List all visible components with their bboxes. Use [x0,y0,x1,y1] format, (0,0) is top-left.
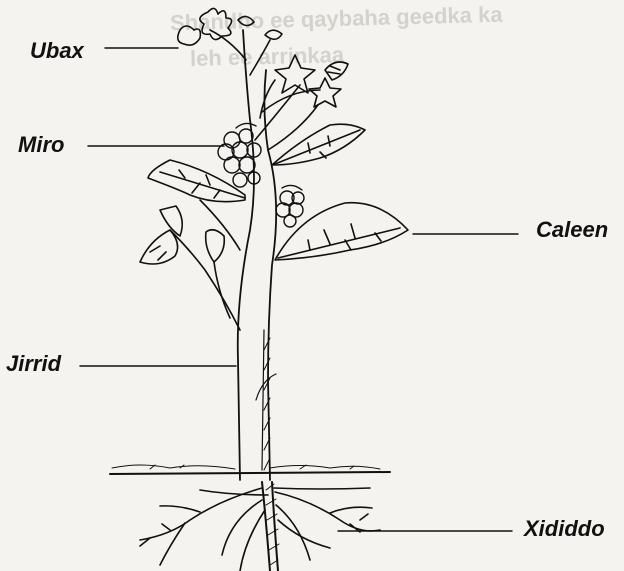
main-stem [238,30,276,480]
leaf-upper-right [272,124,365,165]
label-jirrid: Jirrid [6,353,61,375]
label-caleen: Caleen [536,219,608,241]
left-leaves [140,206,224,264]
roots [140,482,380,571]
flowers [178,8,348,107]
ground-line [110,465,390,474]
label-ubax: Ubax [30,40,84,62]
label-miro: Miro [18,134,64,156]
left-branch [170,200,240,330]
leaf-right [275,203,408,260]
leader-lines [80,48,518,531]
fruit-cluster-lower [276,185,304,227]
label-xididdo: Xididdo [524,518,605,540]
leaf-left [148,160,245,202]
